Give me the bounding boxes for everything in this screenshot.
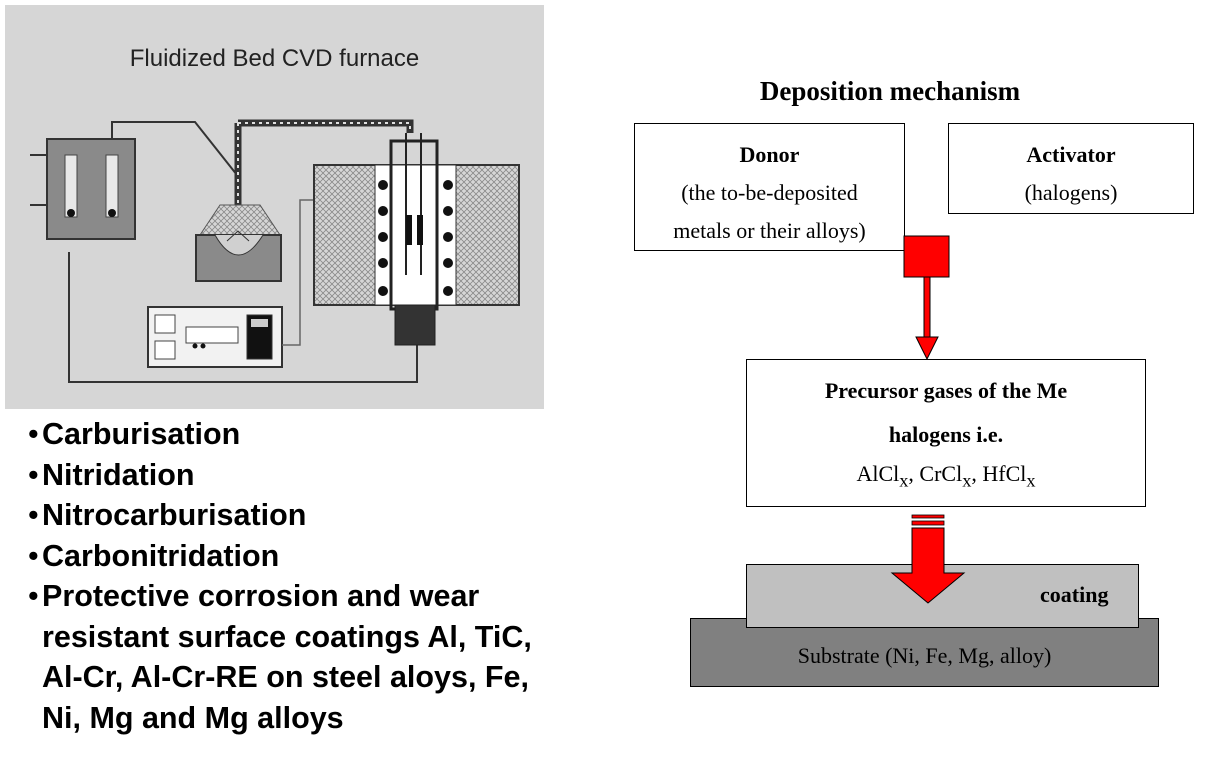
donor-line-2: metals or their alloys): [673, 218, 866, 243]
donor-line-1: (the to-be-deposited: [681, 180, 858, 205]
heated-vessel: [195, 204, 282, 282]
mechanism-title: Deposition mechanism: [759, 76, 1021, 106]
furnace-illustration: [30, 119, 520, 383]
reaction-arrow: [915, 276, 939, 361]
process-item: Carburisation: [28, 414, 538, 455]
process-item: Protective corrosion and wear resistant …: [28, 576, 538, 738]
precursor-box: Precursor gases of the Me halogens i.e. …: [746, 359, 1146, 507]
substrate-label: Substrate (Ni, Fe, Mg, alloy): [797, 643, 1052, 668]
precursor-line-1: Precursor gases of the Me: [824, 378, 1068, 403]
donor-box: Donor (the to-be-deposited metals or the…: [634, 123, 905, 251]
process-item: Nitrocarburisation: [28, 495, 538, 536]
photo-title: Fluidized Bed CVD furnace: [129, 45, 420, 72]
activator-line-1: (halogens): [1024, 180, 1118, 205]
furnace-body: [313, 133, 520, 346]
precursor-line-2: halogens i.e.: [888, 422, 1004, 447]
activator-box: Activator (halogens): [948, 123, 1194, 214]
precursor-formulas: AlClx, CrClx, HfClx: [747, 459, 1145, 495]
process-item: Nitridation: [28, 455, 538, 496]
furnace-photo: Fluidized Bed CVD furnace: [5, 5, 544, 409]
formula: HfClx: [982, 461, 1036, 491]
substrate-layer: [690, 618, 1159, 687]
donor-title: Donor: [739, 142, 800, 167]
junction-square: [903, 235, 950, 278]
formula: AlClx,: [856, 461, 920, 491]
process-item: Carbonitridation: [28, 536, 538, 577]
flowmeter-panel: [46, 138, 136, 240]
control-unit: [147, 306, 283, 368]
coating-label: coating: [1040, 582, 1109, 607]
formula: CrClx,: [919, 461, 983, 491]
activator-title: Activator: [1026, 142, 1116, 167]
process-list: Carburisation Nitridation Nitrocarburisa…: [28, 414, 538, 738]
